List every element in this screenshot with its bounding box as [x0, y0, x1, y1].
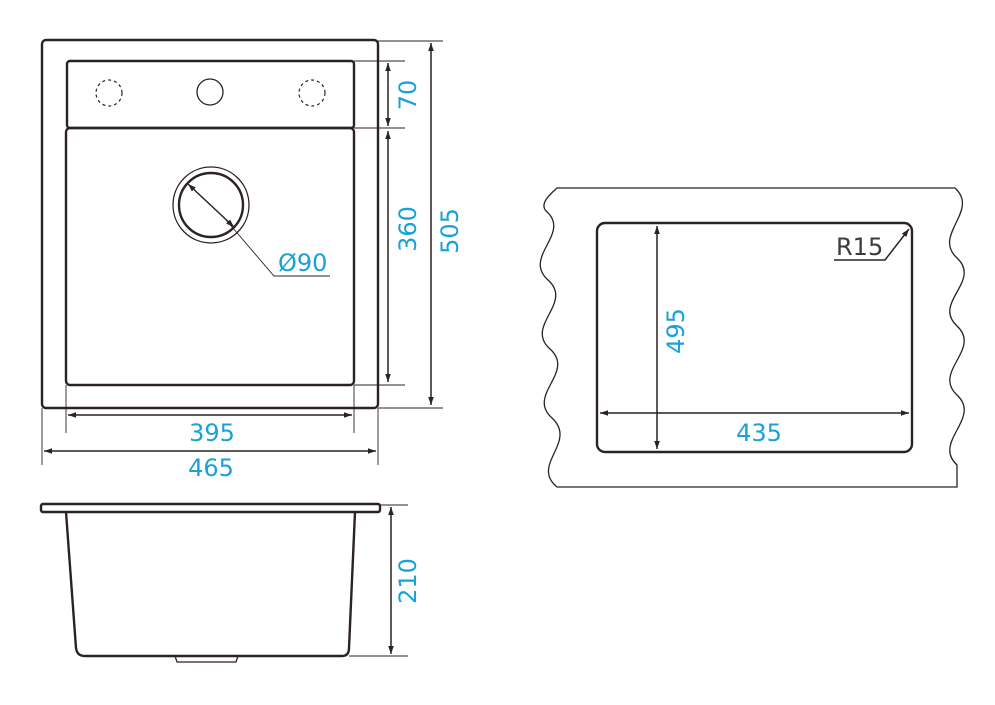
- drain-diameter-dimension-line: [187, 183, 235, 228]
- tap-hole-right-optional-icon: [298, 79, 326, 107]
- corner-radius-leader: [834, 228, 910, 261]
- cutout-width-label: 435: [736, 419, 782, 447]
- top-view: Ø90 70 360 505 395 465: [40, 38, 464, 482]
- tap-hole-left-optional-icon: [95, 79, 123, 107]
- overall-width-label: 465: [188, 454, 234, 482]
- drain-diameter-label: Ø90: [278, 249, 327, 277]
- deck-depth-label: 70: [394, 80, 422, 111]
- cutout-opening: [595, 221, 914, 454]
- bowl-depth-label: 210: [394, 558, 422, 604]
- countertop-section: [539, 187, 965, 488]
- side-bowl-profile: [64, 511, 357, 658]
- bowl-width-label: 395: [189, 419, 235, 447]
- tap-hole-center-icon: [196, 78, 224, 106]
- bowl-top-outline: [64, 126, 356, 387]
- cutout-view: 495 435 R15: [539, 187, 965, 488]
- drain-diameter-leader: [225, 219, 330, 277]
- cutout-length-label: 495: [662, 308, 690, 354]
- drain-icon: [172, 166, 250, 244]
- bowl-length-label: 360: [394, 206, 422, 252]
- sink-outer-rim: [40, 38, 380, 410]
- faucet-deck: [65, 59, 356, 130]
- corner-radius-label: R15: [836, 233, 883, 261]
- side-view: 210: [39, 502, 422, 663]
- side-rim: [39, 502, 382, 514]
- overall-length-label: 505: [436, 208, 464, 254]
- side-drain-outlet: [174, 655, 239, 663]
